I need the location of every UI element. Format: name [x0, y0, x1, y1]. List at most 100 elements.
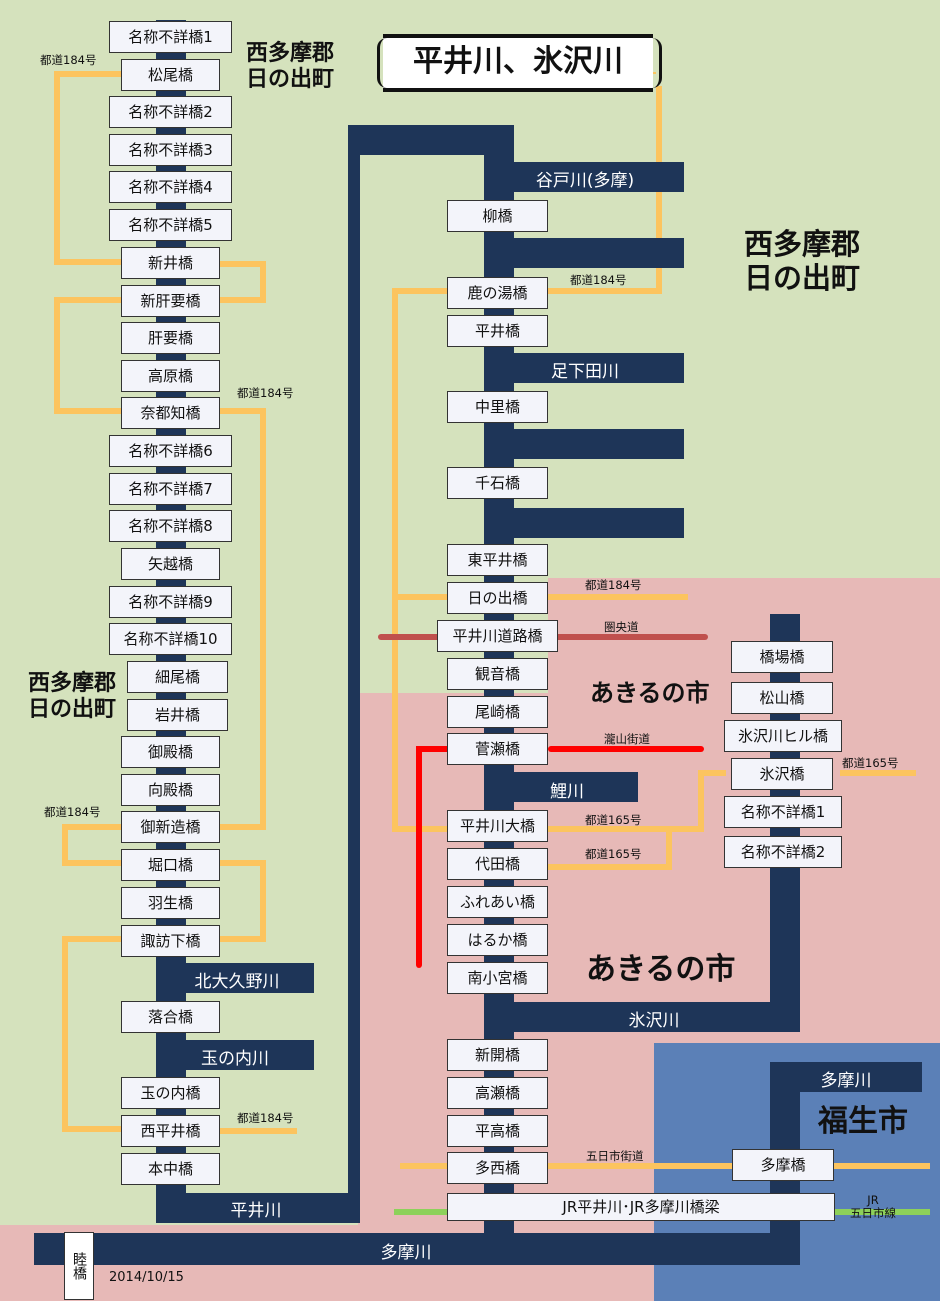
bridge-left[interactable]: 名称不詳橋9 [109, 586, 232, 618]
jr-line [394, 1209, 448, 1215]
bridge-center[interactable]: 尾崎橋 [447, 696, 548, 728]
bridge-left[interactable]: 名称不詳橋3 [109, 134, 232, 166]
to184-road [392, 594, 448, 600]
bridge-left[interactable]: 向殿橋 [121, 774, 220, 806]
bridge-center[interactable]: 柳橋 [447, 200, 548, 232]
bridge-right[interactable]: 橋場橋 [731, 641, 833, 673]
hirai-river [348, 125, 360, 1223]
to184-road [392, 288, 448, 294]
yato-river-label: 谷戸川(多摩) [535, 171, 635, 191]
bridge-left[interactable]: 奈都知橋 [121, 397, 220, 429]
bridge-left[interactable]: 羽生橋 [121, 887, 220, 919]
bridge-right[interactable]: 氷沢川ヒル橋 [724, 720, 842, 752]
rikubashi-bridge[interactable]: 睦橋 [64, 1232, 94, 1300]
bridge-left[interactable]: 名称不詳橋6 [109, 435, 232, 467]
to184-road [62, 860, 122, 866]
bridge-left[interactable]: 細尾橋 [127, 661, 228, 693]
bridge-left[interactable]: 肝要橋 [121, 322, 220, 354]
bridge-left[interactable]: 松尾橋 [121, 59, 220, 91]
to184-road [54, 71, 122, 77]
bridge-center[interactable]: 日の出橋 [447, 582, 548, 614]
bridge-left[interactable]: 本中橋 [121, 1153, 220, 1185]
bridge-center[interactable]: ふれあい橋 [447, 886, 548, 918]
to165-road [840, 770, 916, 776]
bridge-left[interactable]: 名称不詳橋1 [109, 21, 232, 53]
bridge-center[interactable]: 平井川道路橋 [437, 620, 558, 652]
bridge-center[interactable]: 平井川大橋 [447, 810, 548, 842]
bridge-center[interactable]: 鹿の湯橋 [447, 277, 548, 309]
itsukaichi-road [548, 1163, 732, 1169]
to184-label: 都道184号 [40, 53, 97, 67]
bridge-left[interactable]: 名称不詳橋4 [109, 171, 232, 203]
bridge-left[interactable]: 名称不詳橋5 [109, 209, 232, 241]
area-akiruno-big: あきるの市 [586, 952, 736, 987]
bridge-left[interactable]: 名称不詳橋2 [109, 96, 232, 128]
bridge-center[interactable]: 平高橋 [447, 1115, 548, 1147]
itsukaichi-road [834, 1163, 930, 1169]
bridge-left[interactable]: 名称不詳橋8 [109, 510, 232, 542]
bridge-left[interactable]: 堀口橋 [121, 849, 220, 881]
bridge-left[interactable]: 諏訪下橋 [121, 925, 220, 957]
bridge-center[interactable]: 千石橋 [447, 467, 548, 499]
bridge-left[interactable]: 名称不詳橋10 [109, 623, 232, 655]
to184-road [548, 594, 688, 600]
itsukaichi-road [400, 1163, 448, 1169]
bridge-left[interactable]: 落合橋 [121, 1001, 220, 1033]
to184-road [54, 71, 60, 265]
to184-road [62, 936, 68, 1132]
to184-road [260, 408, 266, 830]
bridge-right[interactable]: 名称不詳橋1 [724, 796, 842, 828]
to184-label: 都道184号 [237, 1111, 294, 1125]
to184-road [62, 1126, 122, 1132]
bridge-right[interactable]: 氷沢橋 [731, 758, 833, 790]
bridge-center[interactable]: 中里橋 [447, 391, 548, 423]
bridge-center[interactable]: 平井橋 [447, 315, 548, 347]
tamanouchi-river-label: 玉の内川 [201, 1049, 269, 1069]
bridge-left[interactable]: 西平井橋 [121, 1115, 220, 1147]
takiyama-label: 瀧山街道 [604, 732, 650, 746]
tama-river-label-right: 多摩川 [820, 1071, 872, 1091]
bridge-left[interactable]: 新肝要橋 [121, 285, 220, 317]
bridge-center[interactable]: はるか橋 [447, 924, 548, 956]
bridge-right[interactable]: 多摩橋 [732, 1149, 834, 1181]
bridge-right[interactable]: 名称不詳橋2 [724, 836, 842, 868]
bridge-left[interactable]: 高原橋 [121, 360, 220, 392]
bridge-left[interactable]: 玉の内橋 [121, 1077, 220, 1109]
bridge-center[interactable]: 新開橋 [447, 1039, 548, 1071]
bridge-center[interactable]: 観音橋 [447, 658, 548, 690]
map-title: 平井川、氷沢川 [383, 34, 653, 92]
to165-label: 都道165号 [842, 756, 899, 770]
jr-line [834, 1209, 930, 1215]
to184-label: 都道184号 [585, 578, 642, 592]
to184-road [54, 408, 122, 414]
yato-river [484, 162, 684, 192]
bridge-center[interactable]: 多西橋 [447, 1152, 548, 1184]
to184-road [219, 936, 265, 942]
to184-road [219, 408, 265, 414]
to165-road [548, 864, 672, 870]
bridge-center[interactable]: 代田橋 [447, 848, 548, 880]
to165-road [666, 826, 672, 870]
bridge-left[interactable]: 矢越橋 [121, 548, 220, 580]
bridge-center[interactable]: 菅瀬橋 [447, 733, 548, 765]
to184-road [392, 288, 398, 832]
bridge-left[interactable]: 御殿橋 [121, 736, 220, 768]
tributary [484, 238, 684, 268]
to184-road [260, 261, 266, 303]
bridge-center[interactable]: JR平井川･JR多摩川橋梁 [447, 1193, 835, 1221]
tama-river [34, 1233, 800, 1265]
title-ornament-right [649, 38, 662, 88]
bridge-center[interactable]: 東平井橋 [447, 544, 548, 576]
hisawa-river [484, 1002, 800, 1032]
bridge-right[interactable]: 松山橋 [731, 682, 833, 714]
bridge-left[interactable]: 岩井橋 [127, 699, 228, 731]
bridge-left[interactable]: 名称不詳橋7 [109, 473, 232, 505]
to165-road [698, 770, 704, 832]
to184-road [219, 297, 265, 303]
to184-label: 都道184号 [237, 386, 294, 400]
bridge-center[interactable]: 高瀬橋 [447, 1077, 548, 1109]
bridge-left[interactable]: 御新造橋 [121, 811, 220, 843]
bridge-center[interactable]: 南小宮橋 [447, 962, 548, 994]
to184-road [260, 860, 266, 942]
bridge-left[interactable]: 新井橋 [121, 247, 220, 279]
